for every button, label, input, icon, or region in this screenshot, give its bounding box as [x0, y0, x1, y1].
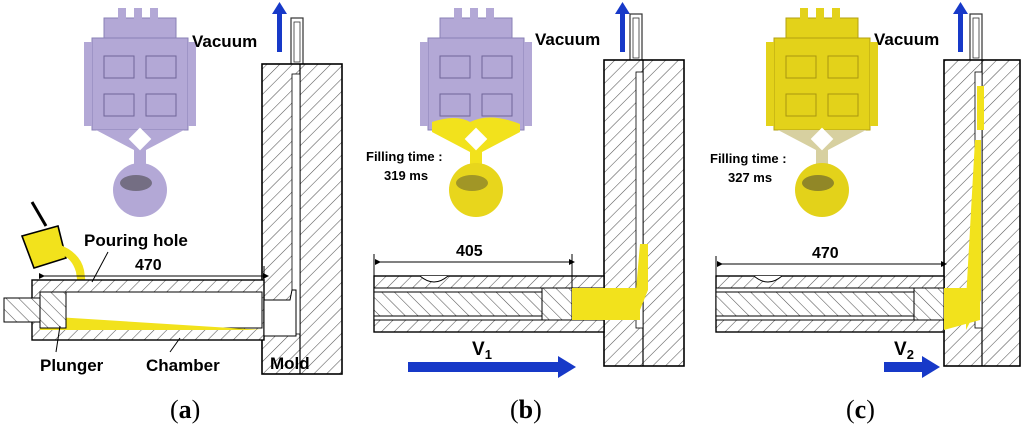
caption-a: (a): [170, 395, 200, 424]
panel-a: Vacuum 470 Pouring hol: [3, 2, 343, 424]
casting-part-a: [84, 8, 196, 217]
panel-b: Filling time : 319 ms Vacuum 405 V1 (b: [366, 2, 685, 424]
casting-part-b: [420, 8, 532, 217]
vacuum-label-c: Vacuum: [874, 30, 939, 49]
caption-b: (b): [510, 395, 542, 424]
filling-time-label-b: Filling time :: [366, 149, 443, 164]
vacuum-arrow-c: [958, 12, 963, 52]
chamber-label: Chamber: [146, 356, 220, 375]
vacuum-label-a: Vacuum: [192, 32, 257, 51]
velocity-label-b: V1: [472, 339, 492, 362]
vacuum-arrow-a: [277, 12, 282, 52]
filling-time-value-b: 319 ms: [384, 168, 428, 183]
dimension-label-c: 470: [812, 245, 839, 262]
mold-label: Mold: [270, 354, 310, 373]
mold-b: [603, 59, 685, 367]
filling-time-label-c: Filling time :: [710, 151, 787, 166]
dimension-label-a: 470: [135, 257, 162, 274]
filling-time-value-c: 327 ms: [728, 170, 772, 185]
chamber-a: [3, 279, 297, 341]
chamber-b: [373, 275, 640, 333]
vacuum-label-b: Vacuum: [535, 30, 600, 49]
plunger-label: Plunger: [40, 356, 104, 375]
panel-c: Filling time : 327 ms Vacuum 470 V2: [710, 2, 1021, 424]
vacuum-arrow-b: [620, 12, 625, 52]
casting-part-c: [766, 8, 878, 217]
velocity-label-c: V2: [894, 339, 914, 362]
velocity-arrow-b: [408, 362, 560, 372]
velocity-arrow-c: [884, 362, 924, 372]
dimension-label-b: 405: [456, 243, 483, 260]
caption-c: (c): [846, 395, 875, 424]
pouring-hole-label: Pouring hole: [84, 231, 188, 250]
chamber-c: [715, 275, 980, 333]
